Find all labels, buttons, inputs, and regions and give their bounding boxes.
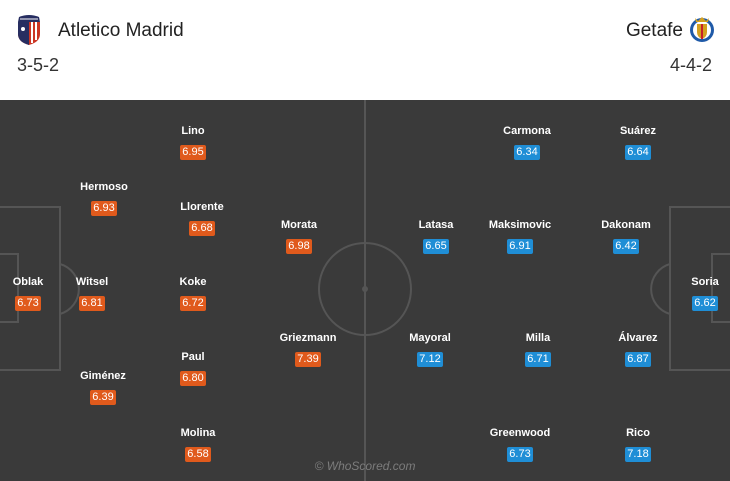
away-team-name[interactable]: Getafe — [625, 20, 683, 41]
player-card-dakonam[interactable]: Dakonam 6.42 — [586, 219, 666, 254]
pitch: Oblak 6.73 Hermoso 6.93 Witsel 6.81 Gimé… — [0, 100, 730, 481]
player-card-gimenez[interactable]: Giménez 6.39 — [63, 370, 143, 405]
player-card-lino[interactable]: Lino 6.95 — [153, 125, 233, 160]
player-rating: 7.18 — [625, 447, 651, 462]
player-rating: 6.81 — [79, 296, 105, 311]
player-rating: 6.64 — [625, 145, 651, 160]
player-card-alvarez[interactable]: Álvarez 6.87 — [598, 332, 678, 367]
player-rating: 6.98 — [286, 239, 312, 254]
pitch-markings — [0, 100, 730, 481]
player-rating: 6.91 — [507, 239, 533, 254]
player-name: Soria — [691, 276, 719, 288]
atletico-madrid-crest-icon — [18, 15, 40, 45]
player-rating: 6.87 — [625, 352, 651, 367]
player-rating: 6.95 — [180, 145, 206, 160]
player-card-latasa[interactable]: Latasa 6.65 — [396, 219, 476, 254]
player-rating: 6.73 — [507, 447, 533, 462]
player-rating: 6.39 — [90, 390, 116, 405]
player-rating: 6.62 — [692, 296, 718, 311]
player-name: Greenwood — [489, 427, 551, 439]
player-name: Giménez — [80, 370, 126, 382]
away-formation: 4-4-2 — [669, 55, 712, 75]
player-card-witsel[interactable]: Witsel 6.81 — [52, 276, 132, 311]
player-name: Hermoso — [80, 181, 128, 193]
player-card-greenwood[interactable]: Greenwood 6.73 — [480, 427, 560, 462]
player-name: Álvarez — [618, 332, 658, 344]
player-name: Paul — [181, 351, 205, 363]
player-card-koke[interactable]: Koke 6.72 — [153, 276, 233, 311]
home-formation: 3-5-2 — [17, 55, 60, 75]
player-rating: 6.68 — [189, 221, 215, 236]
player-card-soria[interactable]: Soria 6.62 — [665, 276, 730, 311]
player-rating: 6.58 — [185, 447, 211, 462]
player-rating: 6.80 — [180, 371, 206, 386]
player-card-paul[interactable]: Paul 6.80 — [153, 351, 233, 386]
player-name: Latasa — [418, 219, 454, 231]
player-rating: 6.73 — [15, 296, 41, 311]
player-rating: 6.42 — [613, 239, 639, 254]
player-name: Mayoral — [409, 332, 451, 344]
player-name: Molina — [180, 427, 216, 439]
player-rating: 6.93 — [91, 201, 117, 216]
player-rating: 7.39 — [295, 352, 321, 367]
player-card-rico[interactable]: Rico 7.18 — [598, 427, 678, 462]
player-name: Rico — [626, 427, 650, 439]
player-rating: 6.34 — [514, 145, 540, 160]
player-card-milla[interactable]: Milla 6.71 — [498, 332, 578, 367]
player-name: Koke — [179, 276, 207, 288]
player-card-morata[interactable]: Morata 6.98 — [259, 219, 339, 254]
player-card-hermoso[interactable]: Hermoso 6.93 — [64, 181, 144, 216]
player-card-carmona[interactable]: Carmona 6.34 — [487, 125, 567, 160]
player-rating: 7.12 — [417, 352, 443, 367]
getafe-crest-icon — [690, 17, 714, 42]
player-name: Carmona — [503, 125, 551, 137]
player-name: Witsel — [75, 276, 109, 288]
player-name: Suárez — [619, 125, 657, 137]
player-card-llorente[interactable]: Llorente 6.68 — [162, 201, 242, 236]
player-rating: 6.71 — [525, 352, 551, 367]
home-team-name[interactable]: Atletico Madrid — [58, 20, 184, 41]
player-name: Morata — [280, 219, 318, 231]
player-card-suarez[interactable]: Suárez 6.64 — [598, 125, 678, 160]
match-header: Atletico Madrid 3-5-2 Getafe 4-4-2 — [0, 0, 730, 98]
player-rating: 6.72 — [180, 296, 206, 311]
player-card-oblak[interactable]: Oblak 6.73 — [0, 276, 68, 311]
player-name: Llorente — [180, 201, 224, 213]
player-card-mayoral[interactable]: Mayoral 7.12 — [390, 332, 470, 367]
player-name: Griezmann — [279, 332, 337, 344]
player-card-molina[interactable]: Molina 6.58 — [158, 427, 238, 462]
player-card-maksimovic[interactable]: Maksimovic 6.91 — [480, 219, 560, 254]
player-name: Maksimovic — [488, 219, 552, 231]
player-name: Lino — [181, 125, 205, 137]
player-name: Milla — [525, 332, 551, 344]
player-card-griezmann[interactable]: Griezmann 7.39 — [268, 332, 348, 367]
whoscored-watermark: © WhoScored.com — [314, 459, 416, 473]
player-name: Oblak — [12, 276, 44, 288]
player-name: Dakonam — [601, 219, 651, 231]
player-rating: 6.65 — [423, 239, 449, 254]
